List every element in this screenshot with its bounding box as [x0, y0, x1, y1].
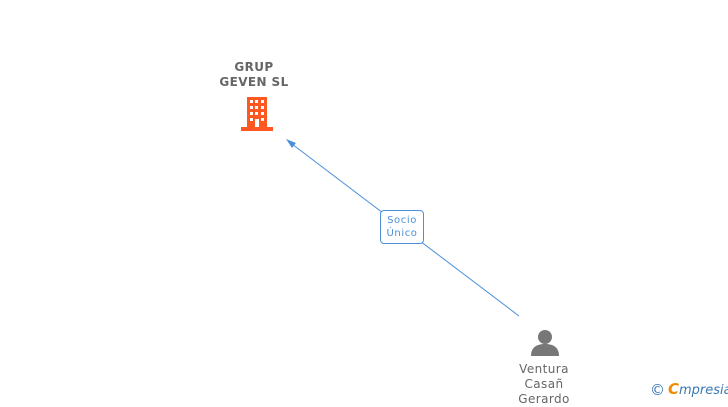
brand-initial: C — [668, 380, 680, 398]
company-name-line-1: GRUP — [234, 60, 274, 74]
edge-label-badge: Socio Único — [380, 210, 424, 244]
company-name-line-2: GEVEN SL — [219, 75, 289, 89]
person-name[interactable]: Ventura Casañ Gerardo — [494, 362, 594, 407]
company-name[interactable]: GRUP GEVEN SL — [204, 60, 304, 90]
brand-name: mpresia — [679, 383, 728, 398]
person-name-line-1: Ventura — [519, 362, 569, 376]
edge-label-line-1: Socio — [387, 215, 417, 226]
person-icon[interactable] — [531, 330, 559, 356]
building-icon[interactable] — [241, 97, 273, 131]
person-name-line-2: Casañ — [524, 377, 564, 391]
edge-arrowhead — [286, 139, 296, 148]
edge-label-line-2: Único — [386, 228, 418, 239]
copyright-icon: © — [650, 381, 665, 399]
empresia-logo[interactable]: ©Cmpresia — [650, 380, 728, 399]
